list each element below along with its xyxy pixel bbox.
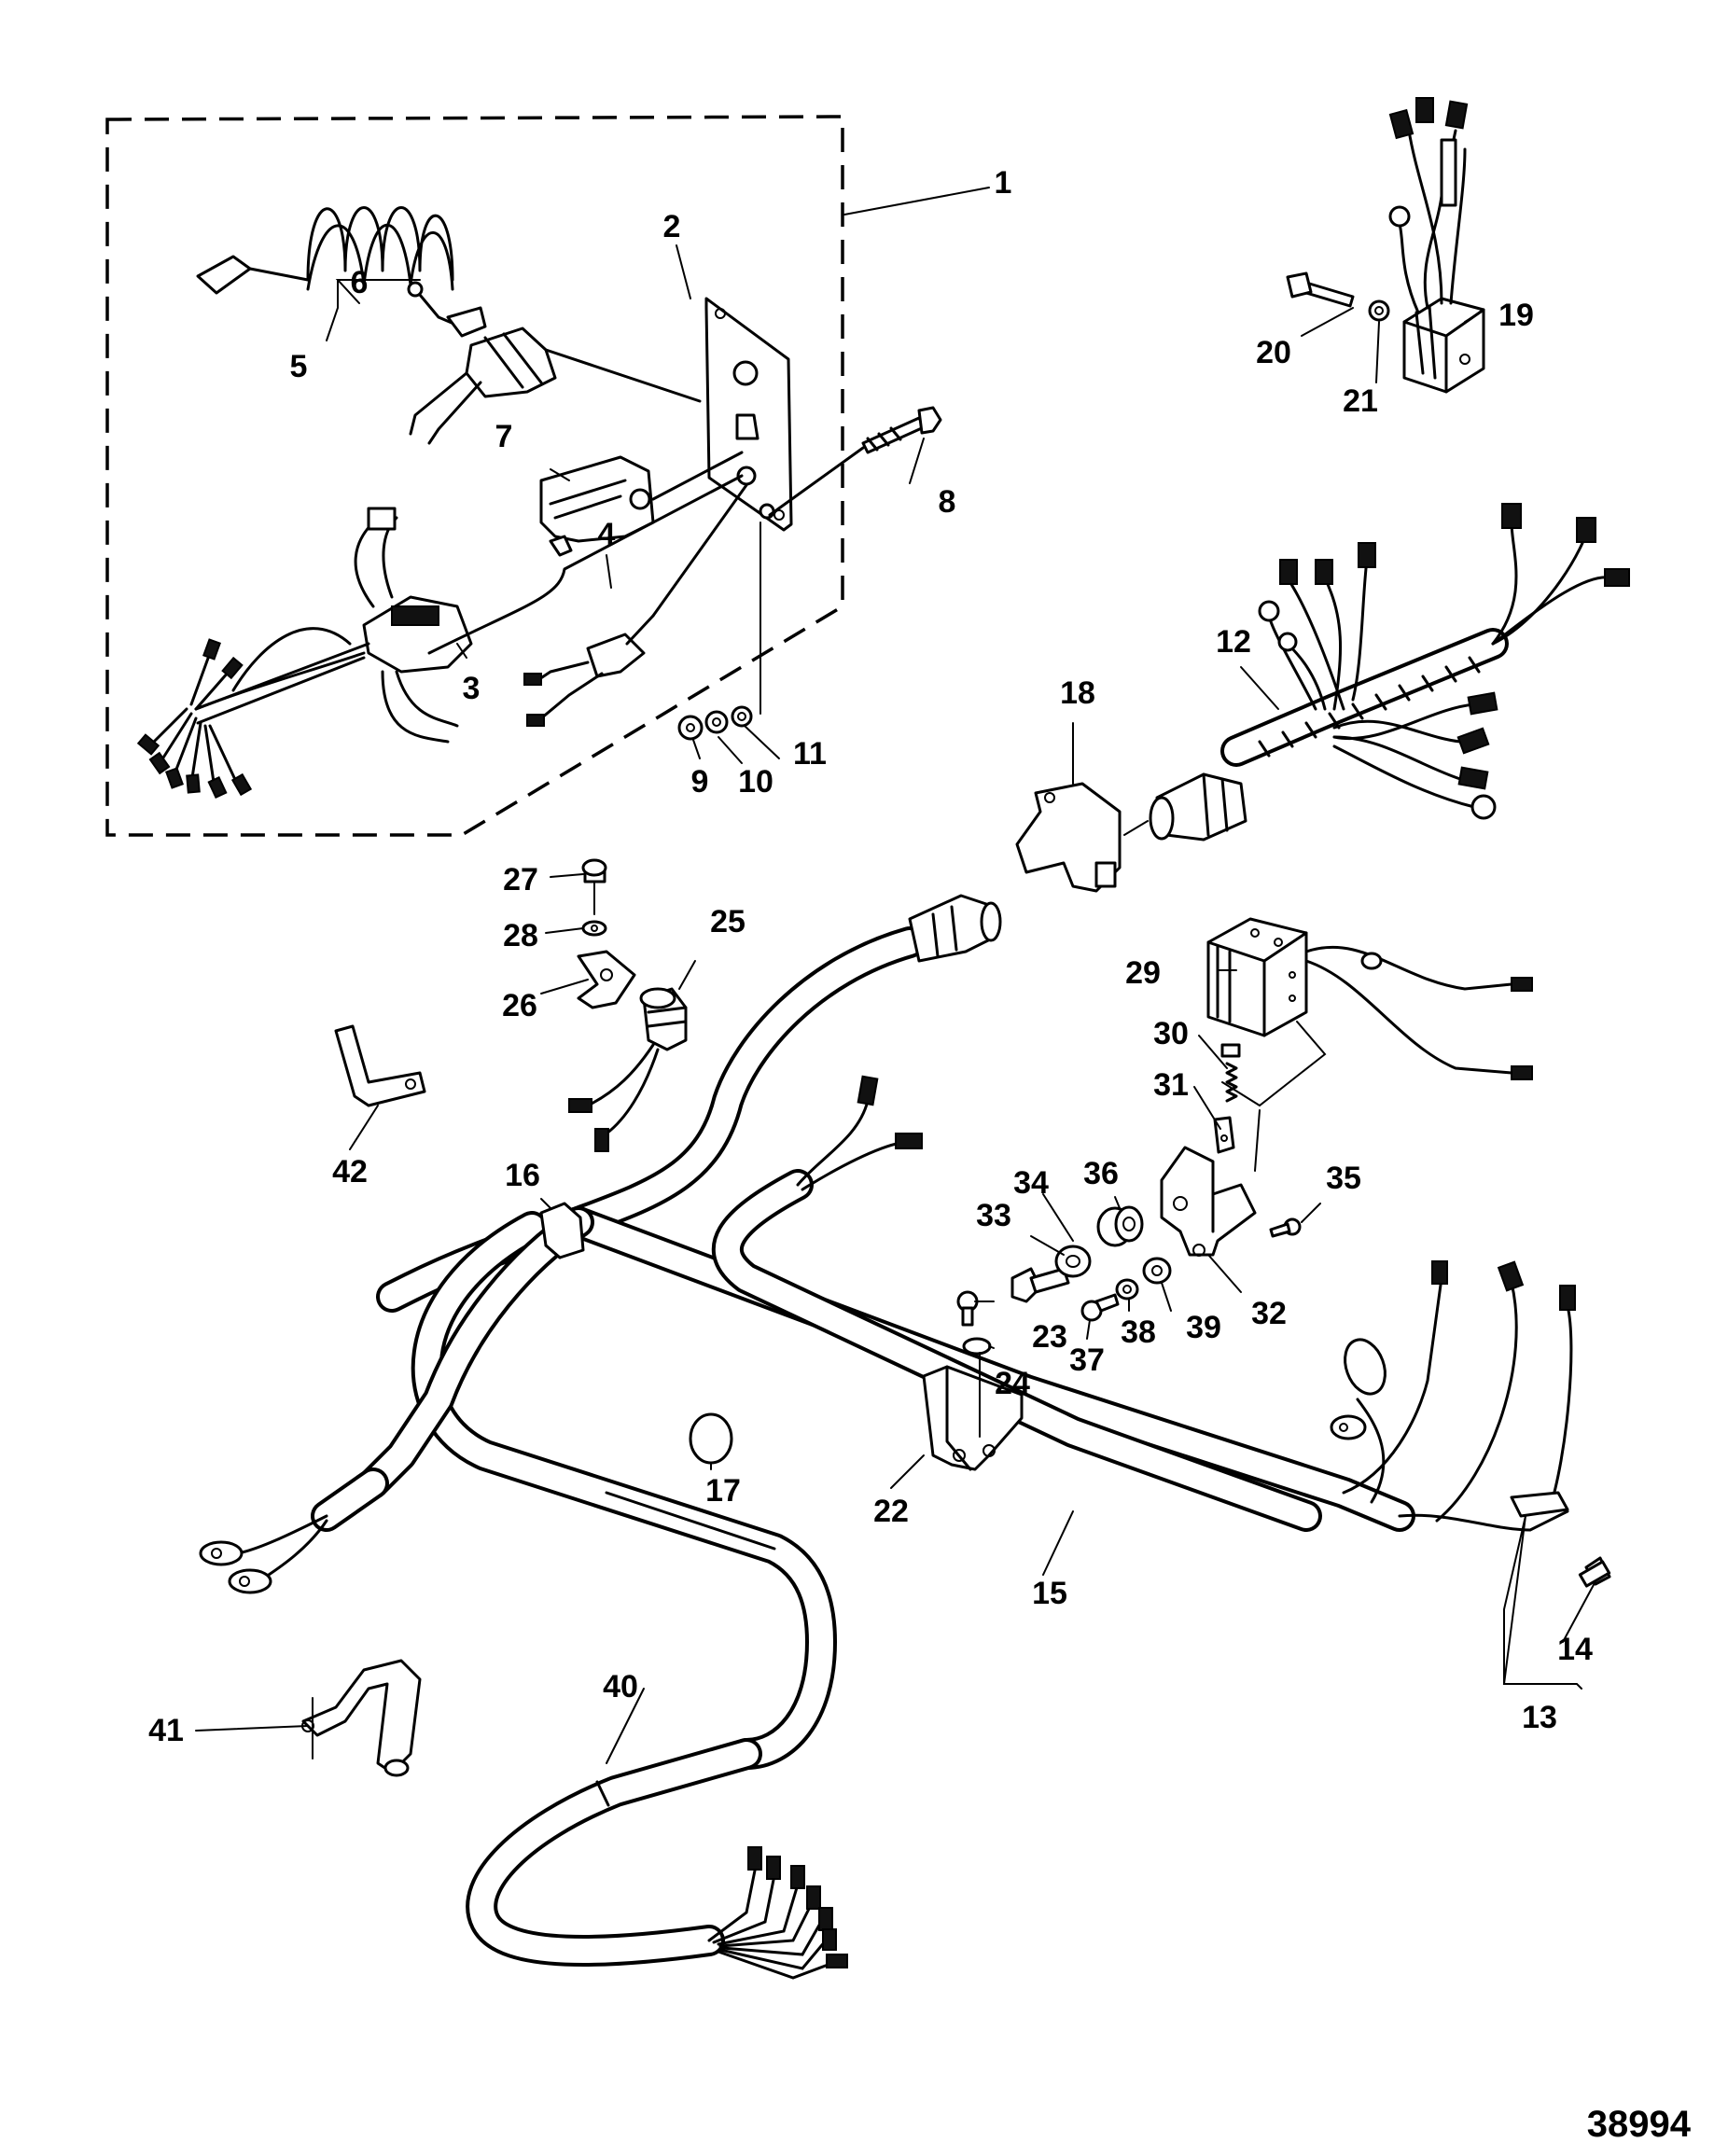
- engine-harness: [1220, 503, 1630, 820]
- bracket-washer-24: [962, 1337, 992, 1356]
- harness-leads-center: [796, 1075, 923, 1191]
- ignition-switch: [194, 474, 744, 744]
- callout-labels: 1 2 3 4 5 6 7 8 9 10 11 12 13 14 15 16 1…: [148, 165, 1593, 1748]
- callout-33: 33: [976, 1198, 1011, 1233]
- switch-bracket: [539, 451, 744, 557]
- callout-40: 40: [603, 1669, 638, 1704]
- callout-30: 30: [1153, 1016, 1189, 1051]
- callout-24: 24: [995, 1366, 1030, 1401]
- sensor-switch: [568, 987, 688, 1152]
- solenoid-plunger-spring: [1220, 1043, 1241, 1103]
- lower-harness-loop: [466, 1738, 848, 1980]
- callout-19: 19: [1498, 298, 1534, 333]
- harness-clamp-41: [301, 1659, 422, 1777]
- hex-nut: [677, 715, 704, 741]
- callout-13: 13: [1522, 1700, 1557, 1735]
- fuse: [1578, 1556, 1611, 1588]
- callout-7: 7: [495, 419, 513, 454]
- callout-6: 6: [351, 265, 369, 300]
- callout-25: 25: [710, 904, 746, 939]
- bracket-screw-23: [956, 1290, 979, 1327]
- callout-18: 18: [1060, 675, 1095, 711]
- panel-assembly-boundary: [105, 115, 844, 837]
- mounting-screw: [768, 406, 942, 517]
- stop-switch: [409, 327, 702, 445]
- callout-11: 11: [793, 736, 827, 772]
- callout-34: 34: [1013, 1165, 1049, 1201]
- callout-12: 12: [1216, 624, 1251, 660]
- callout-17: 17: [705, 1473, 741, 1509]
- figure-id: 38994: [1587, 2104, 1692, 2145]
- sensor-clip-washer: [581, 920, 607, 937]
- main-harness: [357, 926, 1415, 1770]
- callout-5: 5: [290, 349, 308, 384]
- bolt-33: [1010, 1267, 1070, 1303]
- small-bracket: [334, 1024, 426, 1107]
- washer-38: [1115, 1278, 1139, 1301]
- callout-41: 41: [148, 1713, 184, 1748]
- callout-37: 37: [1069, 1342, 1105, 1378]
- hole-plug: [689, 1412, 733, 1465]
- toggle-switch: [523, 483, 748, 727]
- ignition-harness-leads: [136, 638, 370, 800]
- main-harness-plug: [908, 894, 1002, 963]
- callout-14: 14: [1557, 1632, 1593, 1667]
- callout-4: 4: [598, 517, 616, 552]
- leader-lines: [195, 187, 1596, 1764]
- engine-harness-plug: [1149, 772, 1247, 842]
- callout-42: 42: [332, 1154, 368, 1189]
- callout-23: 23: [1032, 1319, 1067, 1355]
- callout-31: 31: [1153, 1067, 1189, 1103]
- flat-washer: [731, 705, 753, 728]
- rectifier-washer: [1368, 299, 1390, 322]
- callout-39: 39: [1186, 1310, 1221, 1345]
- callout-32: 32: [1251, 1296, 1287, 1331]
- harness-clamp-16: [539, 1202, 585, 1259]
- callout-28: 28: [503, 918, 538, 953]
- rectifier: [1388, 97, 1485, 394]
- callout-1: 1: [995, 165, 1012, 201]
- callout-10: 10: [738, 764, 773, 800]
- lanyard-cord: [196, 206, 487, 338]
- callout-35: 35: [1326, 1161, 1361, 1196]
- sensor-clip: [577, 950, 636, 1009]
- starter-solenoid: [1206, 917, 1533, 1080]
- callout-16: 16: [505, 1158, 540, 1193]
- battery-leads-left: [199, 1467, 389, 1594]
- screw-37: [1080, 1293, 1120, 1322]
- harness-leads-right: [1330, 1260, 1576, 1532]
- callout-9: 9: [691, 764, 709, 800]
- rectifier-screw: [1286, 271, 1355, 308]
- callout-8: 8: [939, 484, 956, 520]
- callout-36: 36: [1083, 1156, 1119, 1191]
- mounting-plate: [704, 297, 793, 532]
- callout-22: 22: [873, 1494, 909, 1529]
- callout-15: 15: [1032, 1576, 1067, 1611]
- callout-3: 3: [463, 671, 481, 706]
- grommet-36: [1096, 1205, 1144, 1247]
- screw-35: [1269, 1217, 1302, 1238]
- bushing-34: [1054, 1245, 1092, 1278]
- callout-26: 26: [502, 988, 537, 1023]
- sensor-clip-screw: [581, 858, 607, 915]
- solenoid-bracket: [1160, 1146, 1257, 1257]
- harness-bracket-22: [922, 1365, 1024, 1471]
- callout-20: 20: [1256, 335, 1291, 370]
- callout-29: 29: [1125, 955, 1161, 991]
- callout-2: 2: [663, 209, 681, 244]
- callout-27: 27: [503, 862, 538, 897]
- lock-washer: [704, 710, 729, 734]
- callout-38: 38: [1121, 1314, 1156, 1350]
- plug-bracket: [1015, 782, 1149, 893]
- callout-21: 21: [1343, 383, 1378, 419]
- grommet-39: [1142, 1257, 1172, 1285]
